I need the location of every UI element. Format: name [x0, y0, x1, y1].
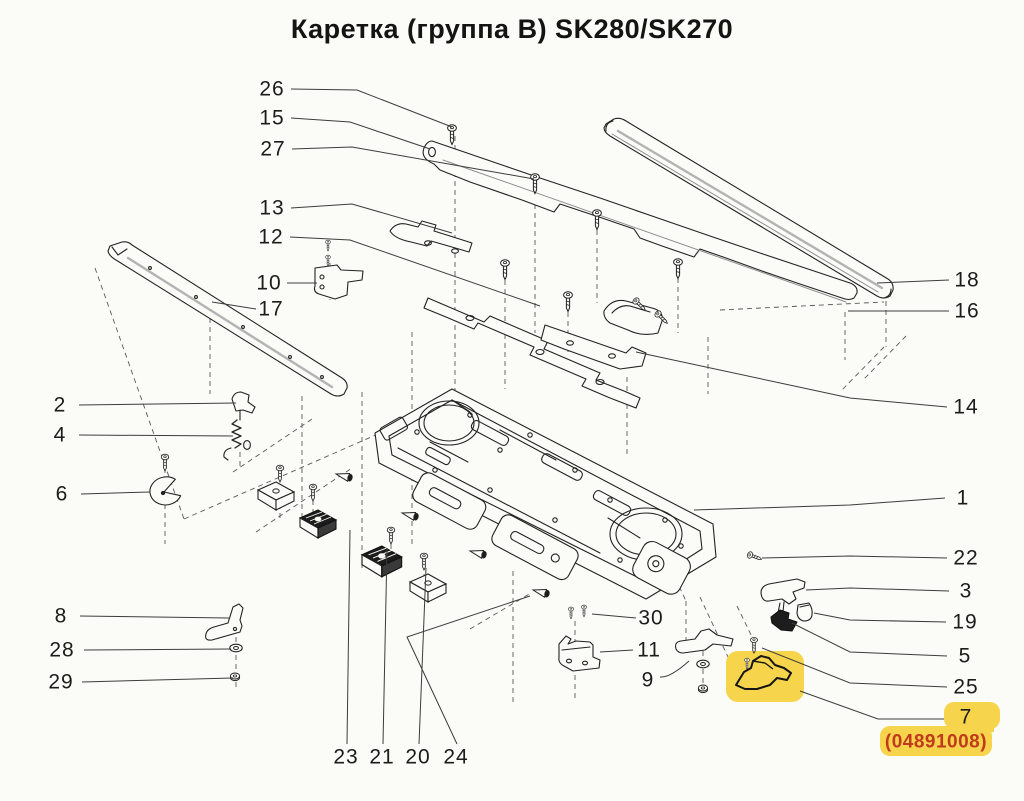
part-10-bracket	[313, 239, 364, 300]
strip-14	[540, 324, 647, 370]
part-2-4-lever-spring	[223, 391, 256, 461]
part-9-lever-stack	[675, 628, 734, 694]
part-label-3: 3	[960, 580, 973, 603]
part-label-30: 30	[638, 607, 663, 630]
part-label-8: 8	[55, 605, 68, 628]
part-label-23: 23	[333, 746, 358, 769]
main-plate	[374, 388, 717, 600]
highlight-box-join	[950, 716, 994, 732]
part-label-19: 19	[952, 611, 977, 634]
part-6-plate	[149, 453, 182, 506]
part-label-25: 25	[953, 676, 978, 699]
part-label-20: 20	[405, 746, 430, 769]
page-title: Каретка (группа B) SK280/SK270	[290, 14, 734, 44]
part-7-bracket	[735, 655, 792, 690]
part-code-04891008: (04891008)	[885, 732, 987, 753]
leader-lines	[78, 88, 950, 745]
rail-15	[422, 140, 858, 303]
part-label-6: 6	[56, 483, 69, 506]
part-label-21: 21	[369, 746, 394, 769]
part-label-1: 1	[957, 487, 970, 510]
part-11-bracket	[558, 604, 601, 672]
part-label-12: 12	[258, 226, 283, 249]
part-label-22: 22	[953, 547, 978, 570]
part-label-17: 17	[258, 298, 283, 321]
part-label-13: 13	[259, 197, 284, 220]
bracket-16	[603, 296, 671, 336]
part-label-16: 16	[954, 300, 979, 323]
strip-13	[389, 220, 473, 254]
rail-18	[603, 117, 894, 299]
highlight-part-region	[726, 651, 804, 702]
highlight-code-box	[880, 726, 992, 756]
part-label-5: 5	[959, 645, 972, 668]
part-label-28: 28	[49, 639, 74, 662]
strip-12	[423, 297, 641, 409]
part-8-lever-stack	[205, 603, 244, 682]
part-label-18: 18	[954, 269, 979, 292]
part-label-10: 10	[256, 272, 281, 295]
part-label-29: 29	[48, 671, 73, 694]
part-label-4: 4	[54, 424, 67, 447]
part-label-9: 9	[642, 669, 655, 692]
rail-17	[107, 241, 348, 397]
part-label-15: 15	[259, 107, 284, 130]
part-label-26: 26	[259, 78, 284, 101]
part-label-11: 11	[637, 639, 661, 662]
part-labels: 26 15 27 13 12 10 17 2 4 6 8 28 29 18 16…	[48, 78, 987, 769]
part-label-24: 24	[443, 746, 468, 769]
part-label-7-highlighted: 7	[960, 706, 973, 729]
part-label-2: 2	[54, 394, 67, 417]
part-label-14: 14	[953, 396, 978, 419]
part-3-5-19-22-25-cluster	[746, 550, 813, 654]
part-label-27: 27	[260, 138, 285, 161]
